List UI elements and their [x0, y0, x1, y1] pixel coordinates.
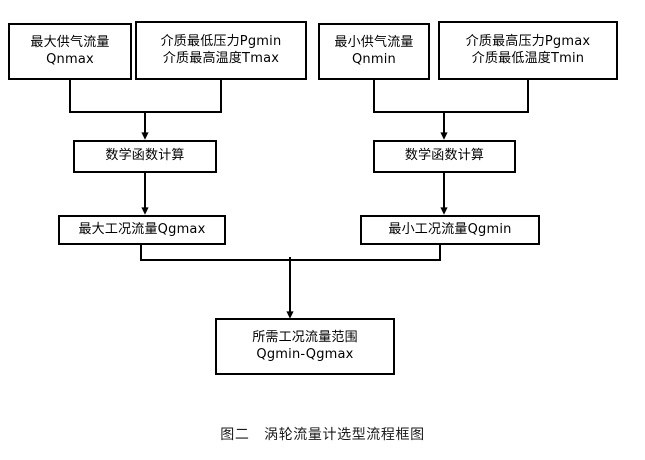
node-qnmax[interactable]: 最大供气流量 Qnmax [8, 23, 132, 80]
node-result-line1: 所需工况流量范围 [252, 329, 358, 345]
node-qnmax-line2: Qnmax [46, 51, 94, 67]
node-calc-left[interactable]: 数学函数计算 [73, 140, 217, 173]
node-calc-right-label: 数学函数计算 [404, 148, 485, 164]
node-pgmin-tmax-line1: 介质最低压力Pgmin [160, 33, 282, 49]
node-pgmax-tmin[interactable]: 介质最高压力Pgmax 介质最低温度Tmin [438, 21, 618, 80]
node-calc-left-label: 数学函数计算 [105, 148, 185, 164]
node-calc-right[interactable]: 数学函数计算 [373, 140, 516, 173]
node-qnmax-line1: 最大供气流量 [30, 34, 110, 50]
node-pgmax-tmin-line2: 介质最低温度Tmin [471, 50, 585, 66]
node-qgmin[interactable]: 最小工况流量Qgmin [360, 215, 540, 245]
node-qnmin-line1: 最小供气流量 [334, 34, 414, 50]
figure-caption: 图二 涡轮流量计选型流程框图 [220, 427, 425, 443]
node-result[interactable]: 所需工况流量范围 Qgmin-Qgmax [215, 318, 395, 375]
node-qnmin[interactable]: 最小供气流量 Qnmin [318, 23, 430, 80]
node-pgmax-tmin-line1: 介质最高压力Pgmax [465, 33, 591, 49]
node-qnmin-line2: Qnmin [352, 51, 396, 67]
node-pgmin-tmax[interactable]: 介质最低压力Pgmin 介质最高温度Tmax [135, 21, 307, 80]
node-result-line2: Qgmin-Qgmax [256, 346, 354, 362]
node-qgmin-label: 最小工况流量Qgmin [388, 221, 512, 237]
node-pgmin-tmax-line2: 介质最高温度Tmax [162, 50, 280, 66]
node-qgmax-label: 最大工况流量Qgmax [78, 221, 206, 237]
node-qgmax[interactable]: 最大工况流量Qgmax [58, 215, 226, 245]
